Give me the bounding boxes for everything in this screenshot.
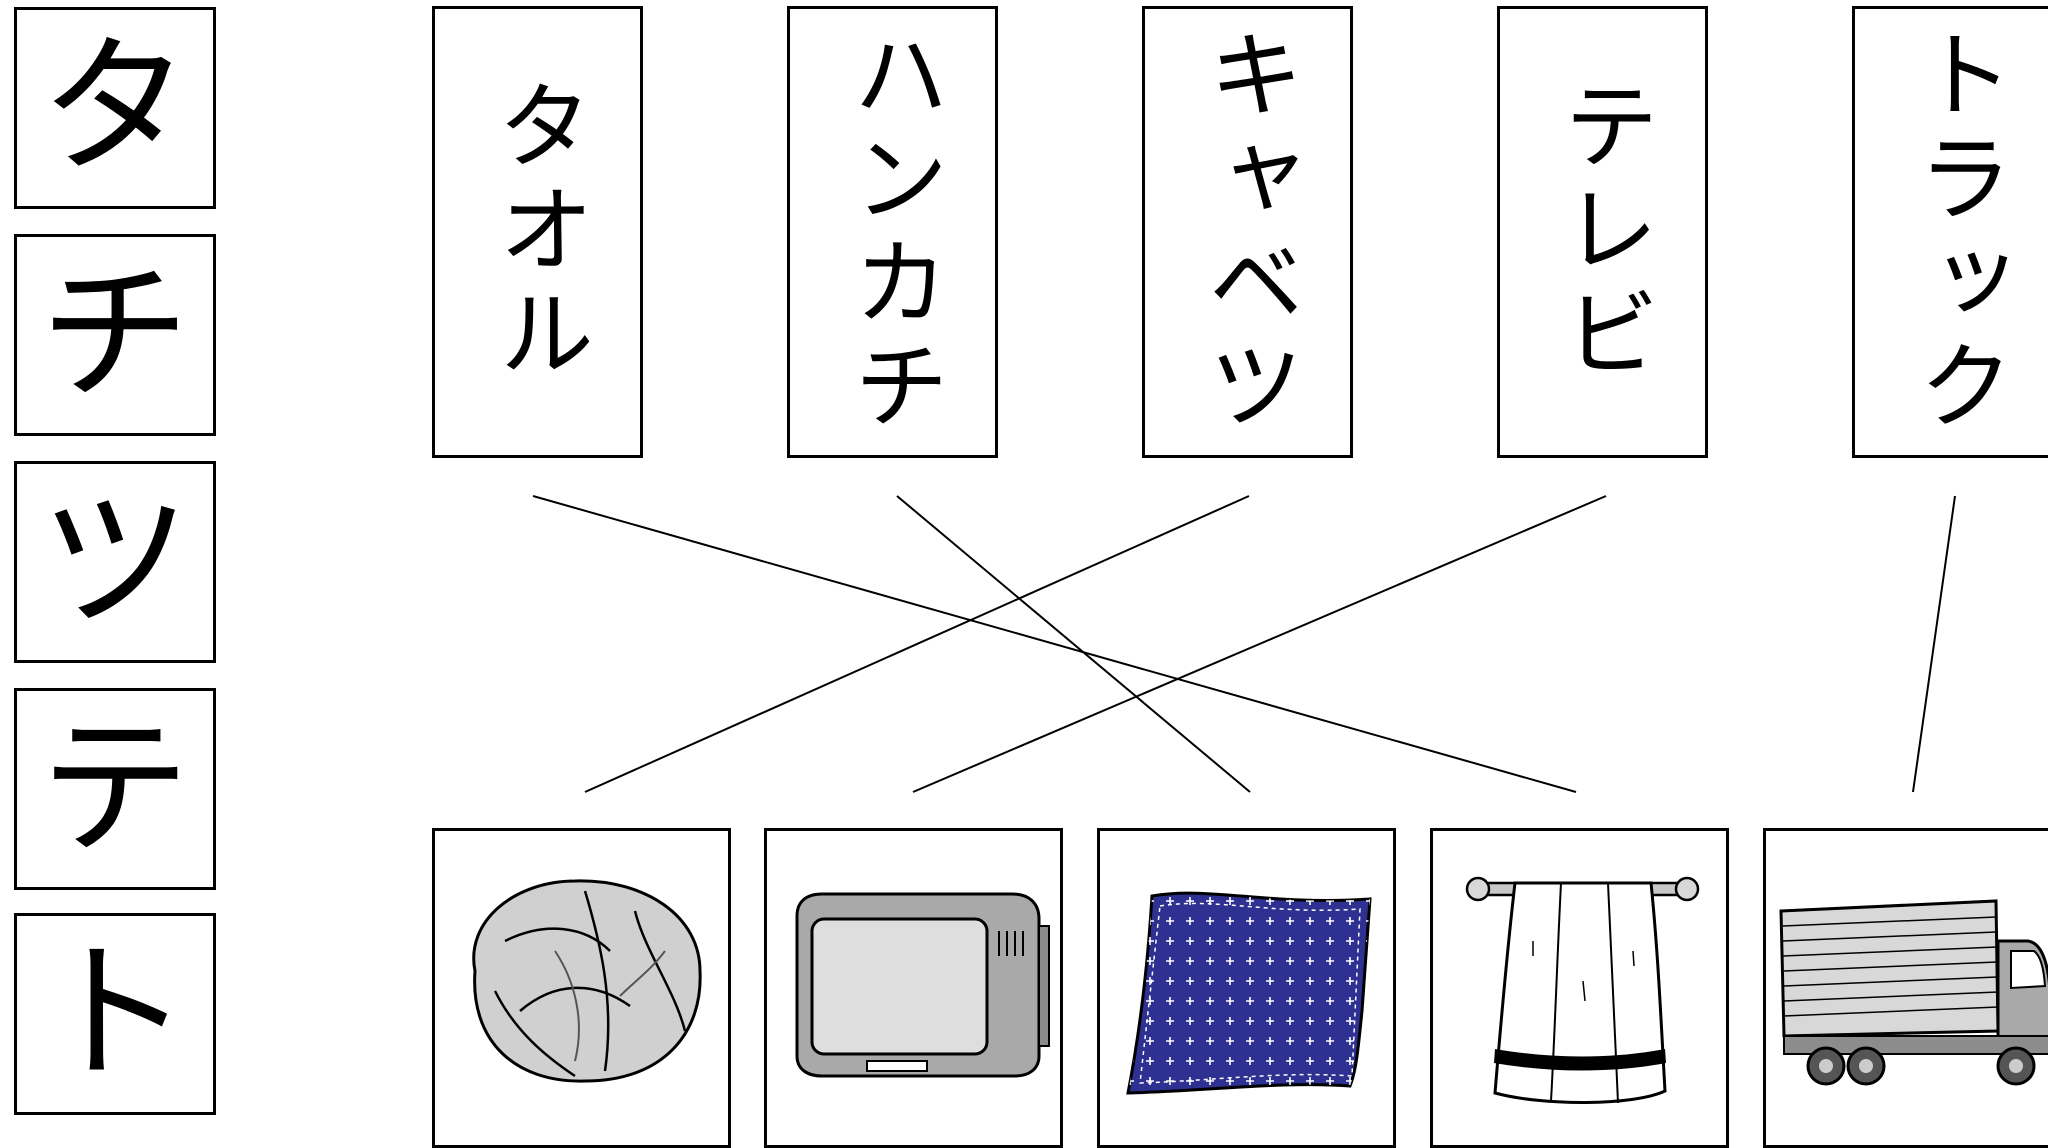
matching-lines bbox=[532, 495, 1956, 793]
television-picture bbox=[795, 892, 1050, 1078]
picture-card-cabbage[interactable] bbox=[432, 828, 731, 1148]
connection-line-cabbage bbox=[584, 495, 1250, 793]
connection-line-towel bbox=[532, 495, 1577, 793]
word-label: ハンカチ bbox=[836, 24, 949, 440]
truck-picture bbox=[1779, 899, 2048, 1086]
kana-label: テ bbox=[39, 702, 190, 876]
word-card-cabbage[interactable]: キャベツ bbox=[1142, 6, 1353, 458]
kana-label: ト bbox=[39, 927, 190, 1101]
kana-box-chi: チ bbox=[14, 234, 216, 436]
word-label: キャベツ bbox=[1191, 24, 1304, 440]
word-card-truck[interactable]: トラック bbox=[1852, 6, 2048, 458]
kana-label: タ bbox=[39, 21, 190, 195]
word-label: タオル bbox=[481, 76, 594, 388]
kana-box-to: ト bbox=[14, 913, 216, 1115]
word-card-handkerchief[interactable]: ハンカチ bbox=[787, 6, 998, 458]
picture-card-towel[interactable] bbox=[1430, 828, 1729, 1148]
kana-label: ツ bbox=[39, 475, 190, 649]
handkerchief-picture bbox=[1126, 891, 1372, 1095]
kana-box-tsu: ツ bbox=[14, 461, 216, 663]
kana-box-ta: タ bbox=[14, 7, 216, 209]
word-card-television[interactable]: テレビ bbox=[1497, 6, 1708, 458]
word-label: テレビ bbox=[1546, 76, 1659, 388]
cabbage-picture bbox=[472, 879, 702, 1083]
word-label: トラック bbox=[1901, 24, 2014, 440]
towel-picture bbox=[1465, 876, 1700, 1104]
picture-card-handkerchief[interactable] bbox=[1097, 828, 1396, 1148]
picture-card-television[interactable] bbox=[764, 828, 1063, 1148]
connection-line-truck bbox=[1912, 495, 1956, 793]
kana-box-te: テ bbox=[14, 688, 216, 890]
picture-card-truck[interactable] bbox=[1763, 828, 2048, 1148]
connection-line-handkerchief bbox=[896, 495, 1251, 793]
kana-label: チ bbox=[39, 248, 190, 422]
word-card-towel[interactable]: タオル bbox=[432, 6, 643, 458]
connection-line-television bbox=[912, 495, 1607, 793]
